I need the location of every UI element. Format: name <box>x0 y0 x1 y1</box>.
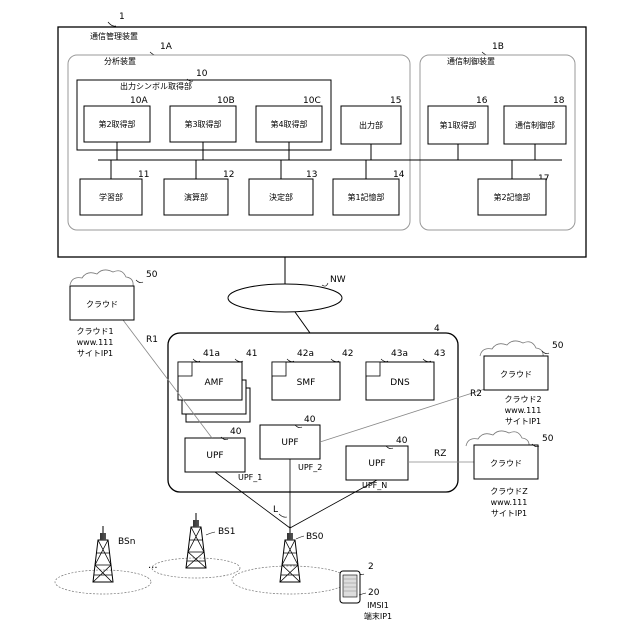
nw-core-link <box>295 312 310 333</box>
output-symbol-ref: 10 <box>196 69 208 79</box>
upfn-label: UPF <box>368 459 385 469</box>
amf-sub-ref: 41a <box>203 349 220 359</box>
cloud2-caption-1: クラウド2 <box>504 395 541 404</box>
amf-label: AMF <box>204 378 223 388</box>
terminal-phone-icon <box>340 571 360 603</box>
bs-n-tower <box>55 526 151 594</box>
upf2-ref: 40 <box>304 415 316 425</box>
terminal-caption-2: 端末IP1 <box>364 611 392 621</box>
smf-ref: 42 <box>342 349 353 359</box>
cloudz-caption-2: www.111 <box>491 498 528 507</box>
upf2-name: UPF_2 <box>298 463 322 472</box>
upfn-name: UPF_N <box>362 481 387 490</box>
bs1-tower <box>152 513 240 578</box>
comm-ref: 1B <box>492 42 504 52</box>
dns-sub-ref: 43a <box>391 349 408 359</box>
cloud2 <box>480 341 548 390</box>
cloud1-caption-3: サイトIP1 <box>77 349 113 358</box>
cloud2-caption-2: www.111 <box>505 406 542 415</box>
smf-sub-box <box>272 362 286 376</box>
cloud1-caption-1: クラウド1 <box>76 327 113 336</box>
output-symbol-title: 出力シンボル取得部 <box>120 81 192 91</box>
amf-sub-box <box>178 362 192 376</box>
bs0-label: BS0 <box>306 532 324 542</box>
cloud2-caption-3: サイトIP1 <box>505 417 541 426</box>
dns-ref: 43 <box>434 349 445 359</box>
device-ref: 1 <box>119 12 125 22</box>
bs1-label: BS1 <box>218 527 235 537</box>
upf1-name: UPF_1 <box>238 473 262 482</box>
decision-label: 決定部 <box>269 192 293 202</box>
rz-label: RZ <box>434 449 446 459</box>
comm-title: 通信制御装置 <box>447 56 495 66</box>
acq2-ref: 10A <box>130 96 148 106</box>
storage2-label: 第2記憶部 <box>493 192 530 202</box>
smf-label: SMF <box>297 378 316 388</box>
acq3-ref: 10B <box>217 96 235 106</box>
bsn-label: BSn <box>118 537 135 547</box>
bs0-tower <box>232 526 348 594</box>
cloudz-label: クラウド <box>490 459 522 468</box>
terminal-sub-ref: 20 <box>368 588 380 598</box>
cloud1 <box>70 270 134 320</box>
network-nw <box>228 284 342 312</box>
upf1-ref: 40 <box>230 427 242 437</box>
calc-label: 演算部 <box>184 192 208 202</box>
r1-label: R1 <box>146 335 158 345</box>
cloud1-caption-2: www.111 <box>77 338 114 347</box>
control-label: 通信制御部 <box>515 120 555 130</box>
device-title: 通信管理装置 <box>90 31 138 41</box>
upf1-label: UPF <box>206 451 223 461</box>
l-label: L <box>273 505 278 515</box>
cloud1-label: クラウド <box>86 300 118 309</box>
terminal-caption-1: IMSI1 <box>367 601 389 610</box>
cloudz-caption-3: サイトIP1 <box>491 509 527 518</box>
cloudz <box>466 431 538 479</box>
upf2-label: UPF <box>281 438 298 448</box>
cloud2-ref: 50 <box>552 341 564 351</box>
dns-label: DNS <box>390 378 410 388</box>
control-ref: 18 <box>553 96 565 106</box>
output-label: 出力部 <box>359 120 383 130</box>
output-ref: 15 <box>390 96 401 106</box>
amf-ref: 41 <box>246 349 257 359</box>
acq4-ref: 10C <box>303 96 321 106</box>
dns-sub-box <box>366 362 380 376</box>
upfn-ref: 40 <box>396 436 408 446</box>
storage1-label: 第1記憶部 <box>347 192 384 202</box>
acq2-label: 第2取得部 <box>98 119 135 129</box>
acq3-label: 第3取得部 <box>184 119 221 129</box>
nw-label: NW <box>330 275 346 285</box>
acq1-label: 第1取得部 <box>439 120 476 130</box>
cloudz-ref: 50 <box>542 434 554 444</box>
cloud1-ref: 50 <box>146 270 158 280</box>
r2-label: R2 <box>470 389 482 399</box>
analysis-ref: 1A <box>160 42 173 52</box>
terminal-ref: 2 <box>368 562 374 572</box>
acq4-label: 第4取得部 <box>270 119 307 129</box>
cloud2-label: クラウド <box>500 370 532 379</box>
analysis-title: 分析装置 <box>104 56 136 66</box>
acq1-ref: 16 <box>476 96 488 106</box>
smf-sub-ref: 42a <box>297 349 314 359</box>
cloudz-caption-1: クラウドZ <box>490 487 528 496</box>
learning-label: 学習部 <box>99 192 123 202</box>
